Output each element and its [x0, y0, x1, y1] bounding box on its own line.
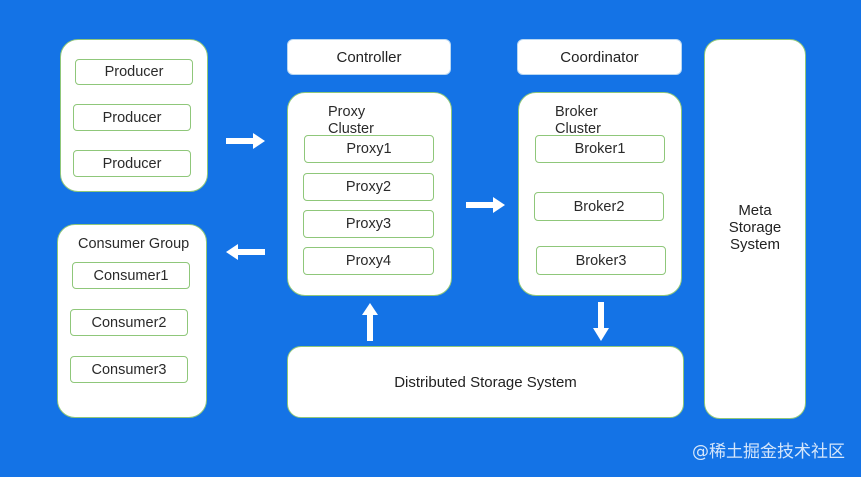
proxy-box-1: Proxy1	[304, 135, 434, 163]
proxy-box-3: Proxy3	[303, 210, 434, 238]
proxy-cluster-title-line1: Proxy	[328, 104, 366, 120]
arrow-proxy-to-consumers	[225, 243, 265, 261]
watermark-text: @稀土掘金技术社区	[692, 442, 845, 462]
arrow-broker-to-storage	[592, 302, 610, 342]
broker-box-2: Broker2	[534, 192, 664, 221]
producer-box-1: Producer	[75, 59, 193, 85]
arrow-producers-to-proxy	[226, 132, 266, 150]
broker-cluster-title: Broker Cluster	[555, 104, 601, 138]
controller-box: Controller	[287, 39, 451, 75]
broker-box-1: Broker1	[535, 135, 665, 163]
broker-box-3: Broker3	[536, 246, 666, 275]
producer-box-3: Producer	[73, 150, 191, 177]
coordinator-box: Coordinator	[517, 39, 682, 75]
consumer-box-3: Consumer3	[70, 356, 188, 383]
proxy-cluster-title-line2: Cluster	[328, 121, 374, 137]
arrow-storage-to-proxy	[361, 302, 379, 342]
arrow-proxy-to-broker	[466, 196, 506, 214]
consumer-group-title: Consumer Group	[78, 236, 190, 252]
proxy-box-4: Proxy4	[303, 247, 434, 275]
broker-cluster-title-line2: Cluster	[555, 121, 601, 137]
meta-storage-line1: Meta	[738, 201, 772, 219]
consumer-box-2: Consumer2	[70, 309, 188, 336]
meta-storage-line3: System	[729, 235, 780, 253]
proxy-box-2: Proxy2	[303, 173, 434, 201]
meta-storage-line2: Storage	[728, 218, 782, 236]
meta-storage-system: Meta Storage System	[704, 39, 806, 419]
distributed-storage-system: Distributed Storage System	[287, 346, 684, 418]
producer-box-2: Producer	[73, 104, 191, 131]
broker-cluster-title-line1: Broker	[555, 104, 598, 120]
proxy-cluster-title: Proxy Cluster	[328, 104, 374, 138]
consumer-box-1: Consumer1	[72, 262, 190, 289]
